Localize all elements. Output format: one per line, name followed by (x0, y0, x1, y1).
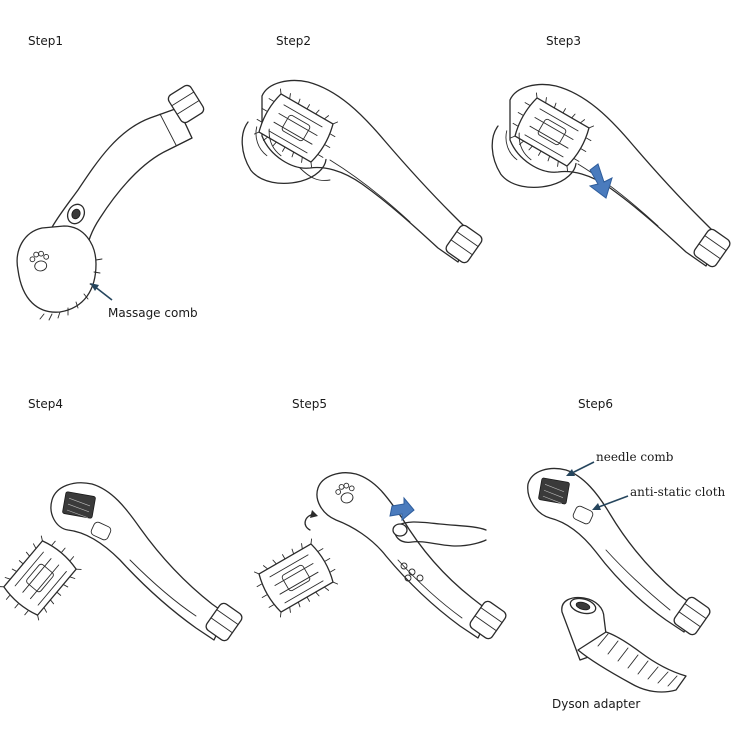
needle-comb-pointer (569, 461, 595, 475)
step1-label: Step1 (28, 34, 63, 48)
step6-illustration: Step6 needle comb anti-static cloth Dyso… (527, 397, 726, 711)
hand (395, 521, 487, 531)
step2-label: Step2 (276, 34, 311, 48)
cloth-slot (90, 521, 112, 541)
dyson-adapter (561, 596, 687, 693)
brush-handle (527, 467, 695, 633)
massage-comb-pointer (93, 285, 113, 301)
anti-static-cloth-pointer (595, 495, 629, 509)
step4-label: Step4 (28, 397, 63, 411)
anti-static-cloth (572, 505, 594, 525)
brush-body (316, 472, 491, 639)
step2-illustration: Step2 (238, 34, 485, 266)
dyson-adapter-label: Dyson adapter (552, 697, 640, 711)
pull-direction-arrow (588, 163, 613, 199)
step4-illustration: Step4 (0, 397, 245, 644)
step3-label: Step3 (546, 34, 581, 48)
step1-illustration: Step1 Massage comb (16, 34, 207, 321)
comb-head (16, 225, 97, 313)
press-direction-arrow (389, 496, 415, 522)
detached-massage-comb (248, 534, 344, 622)
step5-illustration: Step5 (248, 397, 509, 642)
anti-static-cloth-label: anti-static cloth (630, 485, 726, 499)
step5-label: Step5 (292, 397, 327, 411)
needle-comb-label: needle comb (596, 450, 674, 464)
detached-massage-comb (0, 530, 87, 626)
step6-label: Step6 (578, 397, 613, 411)
massage-comb-label: Massage comb (108, 306, 198, 320)
step3-illustration: Step3 (488, 34, 733, 270)
